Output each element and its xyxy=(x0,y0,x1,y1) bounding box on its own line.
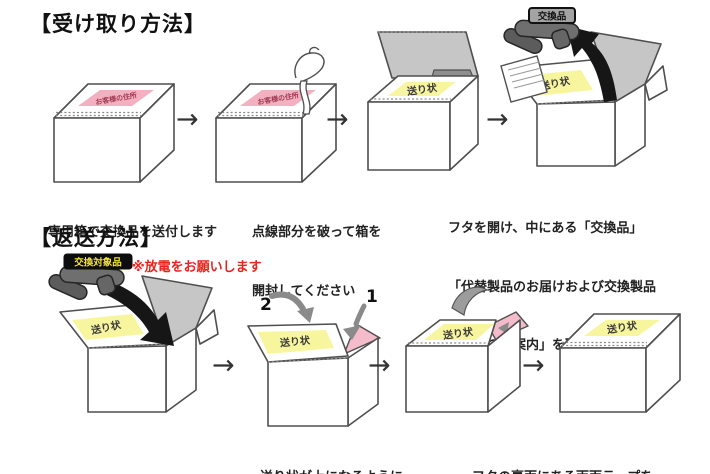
return-section-title: 【返送方法】 xyxy=(30,226,162,250)
flow-arrow: → xyxy=(522,350,545,381)
side-flap xyxy=(644,65,668,101)
box-icon: 送り状 xyxy=(405,311,529,413)
flow-arrow: → xyxy=(176,104,199,135)
hand-icon xyxy=(294,46,325,115)
receive-step2-caption: 点線部分を破って箱を 開封してください xyxy=(252,225,382,299)
receive-step1-caption: 専用箱で交換品を送付します xyxy=(48,225,218,240)
close-second-arrowhead xyxy=(297,307,314,323)
exchange-target-tag xyxy=(63,253,133,270)
close-second-marker: 2 xyxy=(260,295,272,315)
box-icon: 送り状 xyxy=(247,323,381,427)
torn-strip xyxy=(299,80,311,115)
return-step1-caption: 交換対象品を入れてください xyxy=(55,434,223,474)
return-step4-closed-box-illustration: 送り状 xyxy=(559,313,681,413)
flow-arrow: → xyxy=(212,350,235,381)
shipping-slip-label xyxy=(584,320,660,336)
close-second-arrow xyxy=(269,291,306,312)
return-step2-caption: 送り状が上になるように フタをしめてください xyxy=(260,429,403,474)
exchange-target-tag-text: 交換対象品 xyxy=(74,257,122,269)
tape-peel xyxy=(451,286,489,316)
address-label xyxy=(240,90,316,106)
shipping-slip-text: 送り状 xyxy=(278,333,311,349)
close-first-arrow xyxy=(353,303,367,327)
discharge-note: ※放電をお願いします xyxy=(132,260,262,275)
box-icon: 送り状 xyxy=(367,31,479,171)
takeout-arrow xyxy=(567,26,617,102)
return-step1-putin-illustration: 送り状 交換対象品 xyxy=(48,253,219,413)
shipping-slip-label xyxy=(388,82,456,96)
address-label xyxy=(78,90,154,106)
flow-arrow: → xyxy=(326,104,349,135)
return-step3-caption: フタの裏面にある両面テープを つかって箱を閉じてください xyxy=(472,429,653,474)
return-step2-close-order-illustration: 送り状 2 1 xyxy=(247,287,381,427)
return-step3-tape-close-illustration: 送り状 xyxy=(405,286,529,413)
replacement-device-icon: 交換品 xyxy=(503,7,580,55)
replacement-item-tag xyxy=(528,7,576,24)
shipping-slip-text: 送り状 xyxy=(441,325,474,342)
shipping-slip-label xyxy=(258,330,334,354)
shipping-slip-label xyxy=(424,324,494,340)
close-first-marker: 1 xyxy=(366,287,378,307)
side-flap xyxy=(195,309,219,345)
receive-step4-takeout-illustration: 送り状 交換品 xyxy=(500,7,668,167)
receive-step2-tear-box-illustration: お客様の住所 xyxy=(215,46,337,183)
flow-arrow: → xyxy=(368,350,391,381)
instruction-sheet xyxy=(500,55,548,103)
box-icon: 送り状 xyxy=(559,313,681,413)
shipping-slip-label xyxy=(72,314,144,340)
shipping-slip-text: 送り状 xyxy=(405,81,438,98)
receive-section-title: 【受け取り方法】 xyxy=(30,12,206,36)
box-icon: 送り状 xyxy=(59,275,219,413)
box-icon: お客様の住所 xyxy=(215,83,337,183)
close-first-arrowhead xyxy=(343,325,361,340)
putin-arrow xyxy=(100,280,174,346)
replacement-item-tag-text: 交換品 xyxy=(538,11,567,23)
flow-arrow: → xyxy=(486,104,509,135)
receive-step3-lid-open-illustration: 送り状 xyxy=(367,31,479,171)
exchange-target-device-icon: 交換対象品 xyxy=(48,253,133,301)
receive-step1-closed-box-illustration: お客様の住所 xyxy=(53,83,175,183)
box-icon: お客様の住所 xyxy=(53,83,175,183)
